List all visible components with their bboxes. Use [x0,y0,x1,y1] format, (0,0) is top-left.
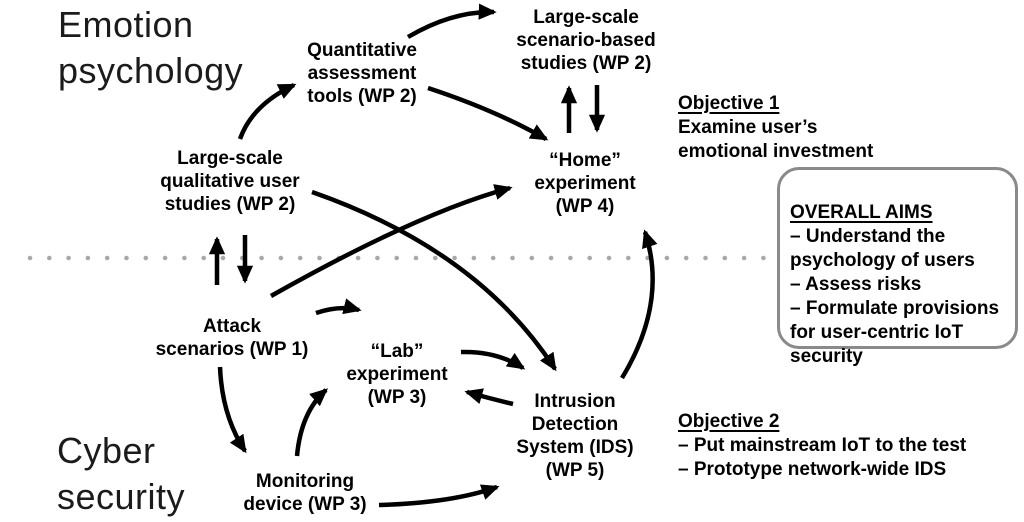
node-quantitative-assessment-tools: Quantitative assessment tools (WP 2) [307,40,417,107]
node-intrusion-detection-system: Intrusion Detection System (IDS) (WP 5) [516,391,634,481]
objective-1-text: Examine user’s emotional investment [678,117,874,162]
arrow-attack-scenarios-to-home-experiment [269,184,513,298]
overall-aims-title: OVERALL AIMS [790,202,933,223]
node-lab-experiment: “Lab” experiment (WP 3) [346,341,448,408]
section-title-cyber-security: Cyber security [57,430,186,517]
arrow-ids-to-lab-experiment [464,388,514,407]
node-monitoring-device: Monitoring device (WP 3) [243,471,367,515]
section-title-emotion-psychology: Emotion psychology [58,4,244,91]
arrow-lab-experiment-to-ids [460,349,526,370]
arrow-attack-scenarios-to-lab-experiment [315,298,362,316]
arrow-attack-scenarios-to-monitoring-device [217,366,247,454]
arrow-monitoring-device-to-ids [378,484,500,508]
arrow-qualitative-studies-to-quantitative-tools [237,82,297,140]
arrow-qualitative-studies-to-ids [311,189,557,372]
arrow-quantitative-tools-to-scenario-studies [406,3,497,39]
objective-2-text: – Put mainstream IoT to the test – Proto… [678,435,967,480]
overall-aims-text: – Understand the psychology of users – A… [790,226,1000,367]
arrow-ids-to-home-experiment [620,229,658,380]
arrow-monitoring-device-to-lab-experiment [294,388,329,457]
node-large-scale-scenario-based-studies: Large-scale scenario-based studies (WP 2… [516,7,656,74]
objective-1-block: Objective 1 Examine user’s emotional inve… [678,68,873,164]
overall-aims-box: OVERALL AIMS – Understand the psychology … [777,167,1018,367]
node-attack-scenarios: Attack scenarios (WP 1) [155,316,309,360]
objective-2-block: Objective 2 – Put mainstream IoT to the t… [678,386,966,482]
node-large-scale-qualitative-user-studies: Large-scale qualitative user studies (WP… [160,148,300,215]
objective-1-title: Objective 1 [678,93,780,114]
node-home-experiment: “Home” experiment (WP 4) [534,150,636,217]
arrow-quantitative-tools-to-home-experiment [427,85,549,141]
objective-2-title: Objective 2 [678,411,780,432]
